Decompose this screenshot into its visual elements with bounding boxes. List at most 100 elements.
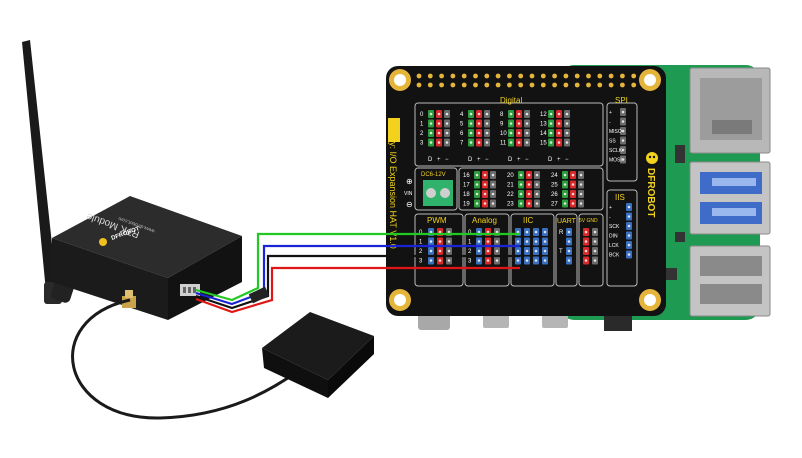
digital-vcc-pin-dot xyxy=(527,183,531,186)
spi-pin-label: MOSI xyxy=(609,158,622,164)
digital-vcc-pin-dot xyxy=(477,131,481,135)
analog-signal-pin-dot xyxy=(477,240,481,243)
gpio-pin xyxy=(416,82,422,88)
uart-pin-dot xyxy=(567,230,571,234)
digital-vcc-pin-dot xyxy=(517,112,521,116)
pwm-gnd-pin-dot xyxy=(447,230,451,234)
digital-group-symbol: + xyxy=(557,157,561,163)
gpio-pin xyxy=(597,73,603,79)
uart-pin-dot xyxy=(567,249,571,253)
analog-vcc-pin-dot xyxy=(486,259,490,262)
digital-pin-number: 2 xyxy=(420,131,424,137)
digital-pin-number: 22 xyxy=(507,192,514,198)
digital-vcc-pin-dot xyxy=(517,122,521,125)
digital-vcc-pin-dot xyxy=(437,122,441,125)
analog-vcc-pin-dot xyxy=(486,249,490,253)
digital-gnd-pin-dot xyxy=(491,173,495,177)
spi-pin-label: - xyxy=(609,120,611,126)
power-minus-symbol: ⊖ xyxy=(406,200,413,209)
io-expansion-hat: Digital SPI IIS PWM Analog IIC UART 5V G… xyxy=(386,66,666,316)
digital-signal-pin-dot xyxy=(475,183,479,186)
digital-pin-number: 4 xyxy=(460,112,464,118)
digital-signal-pin-dot xyxy=(549,131,553,135)
pwm-signal-pin-dot xyxy=(429,249,433,253)
spi-pin-dot xyxy=(621,120,625,123)
5v-pin-dot xyxy=(584,259,588,262)
gpio-pin xyxy=(518,73,524,79)
iis-pin-label: LCK xyxy=(609,243,619,249)
gpio-pin xyxy=(597,82,603,88)
digital-gnd-pin-dot xyxy=(565,131,569,135)
uart-rx-label: R xyxy=(559,230,564,236)
digital-pin-number: 3 xyxy=(420,141,424,147)
rtk-pin-header xyxy=(180,284,200,296)
digital-vcc-pin-dot xyxy=(437,141,441,144)
gpio-pin xyxy=(608,82,614,88)
iic-pin-dot xyxy=(516,249,520,253)
gpio-pin xyxy=(586,73,591,79)
spi-pin-dot xyxy=(621,158,625,161)
digital-vcc-pin-dot xyxy=(527,202,531,205)
iic-pin-dot xyxy=(543,249,547,253)
spi-pin-label: SCLK xyxy=(609,148,623,154)
gnd-pin-dot xyxy=(593,249,597,253)
pwm-pin-number: 3 xyxy=(419,259,423,265)
pwm-vcc-pin-dot xyxy=(438,249,442,253)
gpio-pin xyxy=(495,82,501,88)
digital-gnd-pin-dot xyxy=(491,192,495,196)
digital-signal-pin-dot xyxy=(519,183,523,186)
gpio-pin xyxy=(574,73,580,79)
hat-brand-text: DFROBOT xyxy=(645,168,656,217)
digital-signal-pin-dot xyxy=(563,183,567,186)
digital-signal-pin-dot xyxy=(563,192,567,196)
digital-gnd-pin-dot xyxy=(579,202,583,205)
usb3-port xyxy=(689,161,771,235)
iis-pin-label: SCK xyxy=(609,224,620,230)
pwm-vcc-pin-dot xyxy=(438,240,442,243)
gnd-pin-dot xyxy=(593,259,597,262)
analog-signal-pin-dot xyxy=(477,230,481,234)
digital-group-symbol: D xyxy=(428,157,433,163)
spi-section xyxy=(606,102,638,182)
digital-signal-pin-dot xyxy=(509,112,513,116)
gpio-pin xyxy=(439,73,444,79)
digital-group-symbol: − xyxy=(565,157,569,163)
digital-group-symbol: − xyxy=(485,157,489,163)
digital-gnd-pin-dot xyxy=(485,112,489,116)
digital-title: Digital xyxy=(500,96,522,105)
digital-signal-pin-dot xyxy=(469,131,473,135)
digital-vcc-pin-dot xyxy=(557,112,561,116)
digital-vcc-pin-dot xyxy=(571,202,575,205)
uart-pin-dot xyxy=(567,259,571,262)
digital-gnd-pin-dot xyxy=(579,173,583,177)
hat-brand: DFROBOT xyxy=(645,152,658,217)
sma-connector xyxy=(122,290,136,308)
digital-group-symbol: − xyxy=(445,157,449,163)
digital-signal-pin-dot xyxy=(469,112,473,116)
pwm-vcc-pin-dot xyxy=(438,259,442,262)
iis-pin-label: DIN xyxy=(609,234,618,240)
analog-gnd-pin-dot xyxy=(495,249,499,253)
digital-gnd-pin-dot xyxy=(525,131,529,135)
digital-pin-number: 26 xyxy=(551,192,558,198)
uart-pin-dot xyxy=(567,240,571,243)
analog-signal-pin-dot xyxy=(477,249,481,253)
gpio-header xyxy=(416,73,637,88)
digital-pin-number: 7 xyxy=(460,141,464,147)
gpio-pin xyxy=(484,82,490,88)
5v-gnd-title: 5V GND xyxy=(579,218,598,224)
iic-pin-dot xyxy=(525,259,529,262)
analog-title: Analog xyxy=(472,216,497,225)
digital-pin-number: 12 xyxy=(540,112,547,118)
power-vin-label: VIN xyxy=(404,191,413,197)
digital-vcc-pin-dot xyxy=(557,141,561,144)
digital-pin-number: 13 xyxy=(540,122,547,128)
gpio-pin xyxy=(507,82,512,88)
digital-vcc-pin-dot xyxy=(527,173,531,177)
gpio-pin xyxy=(631,82,637,88)
digital-gnd-pin-dot xyxy=(445,122,449,125)
iic-pin-dot xyxy=(534,259,538,262)
rtk-module: RTK Module www.dfrobot.com DFROBOT xyxy=(52,196,242,320)
gpio-pin xyxy=(620,73,625,79)
hat-side-title: Gravity: I/O Expansion HAT V1.0 xyxy=(388,118,400,249)
